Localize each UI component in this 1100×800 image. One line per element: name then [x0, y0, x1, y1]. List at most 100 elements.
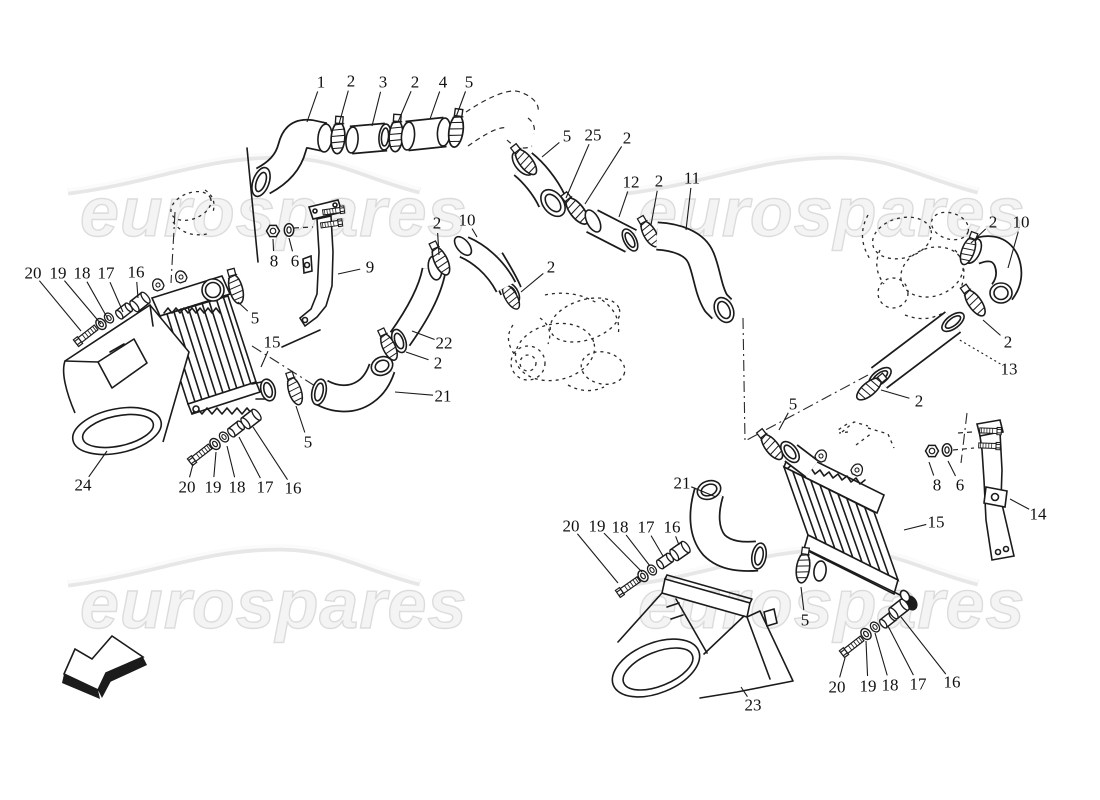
part-callout-5[interactable]: 5: [789, 395, 798, 414]
callout-leader: [437, 232, 440, 256]
part-callout-23[interactable]: 23: [745, 696, 762, 715]
part-callout-25[interactable]: 25: [585, 126, 602, 145]
callout-leader: [226, 445, 236, 478]
hose-1: [251, 118, 333, 198]
part-callout-2[interactable]: 2: [623, 129, 632, 148]
hose-21-right: [689, 479, 768, 572]
part-callout-10[interactable]: 10: [459, 211, 476, 230]
part-callout-5[interactable]: 5: [465, 73, 474, 92]
part-callout-20[interactable]: 20: [25, 264, 42, 283]
part-callout-5[interactable]: 5: [801, 611, 810, 630]
ghost-hose-dashed: [465, 90, 539, 149]
hose-11: [655, 221, 735, 324]
part-callout-19[interactable]: 19: [860, 677, 877, 696]
bracket-ghost-bottom-right: [837, 421, 895, 449]
part-callout-22[interactable]: 22: [436, 334, 453, 353]
part-callout-21[interactable]: 21: [435, 387, 452, 406]
part-callout-10[interactable]: 10: [1013, 213, 1030, 232]
hose-10-left: [453, 235, 517, 293]
part-callout-2[interactable]: 2: [655, 172, 664, 191]
part-callout-20[interactable]: 20: [563, 517, 580, 536]
callout-leader: [874, 632, 888, 676]
bracket-9: [293, 199, 346, 328]
washer-6-left: [283, 222, 295, 238]
part-callout-19[interactable]: 19: [589, 517, 606, 536]
part-callout-16[interactable]: 16: [944, 673, 961, 692]
callout-leader: [38, 280, 82, 332]
pipe-12: [584, 209, 639, 253]
part-callout-1[interactable]: 1: [317, 73, 326, 92]
part-callout-9[interactable]: 9: [366, 258, 375, 277]
part-callout-16[interactable]: 16: [664, 518, 681, 537]
part-callout-15[interactable]: 15: [928, 513, 945, 532]
callout-leader: [618, 191, 629, 218]
part-callout-18[interactable]: 18: [74, 264, 91, 283]
part-callout-2[interactable]: 2: [411, 73, 420, 92]
part-callout-14[interactable]: 14: [1030, 505, 1048, 524]
part-callout-2[interactable]: 2: [433, 214, 442, 233]
part-callout-17[interactable]: 17: [98, 264, 116, 283]
callout-leader: [429, 91, 441, 120]
part-callout-8[interactable]: 8: [270, 252, 279, 271]
callout-leader: [252, 426, 288, 480]
callout-leader: [471, 228, 478, 238]
callout-leader: [337, 268, 361, 275]
callout-leader: [900, 616, 947, 675]
bracket-14: [952, 419, 1015, 561]
part-callout-17[interactable]: 17: [638, 518, 656, 537]
part-callout-16[interactable]: 16: [285, 479, 302, 498]
part-callout-2[interactable]: 2: [915, 392, 924, 411]
callout-leader: [541, 142, 560, 158]
nut-8-left: [265, 224, 281, 238]
callout-leader: [865, 640, 869, 677]
pipe-3: [345, 122, 392, 155]
callout-leader: [213, 451, 217, 478]
part-callout-2[interactable]: 2: [547, 258, 556, 277]
part-callout-4[interactable]: 4: [439, 73, 448, 92]
part-callout-15[interactable]: 15: [264, 333, 281, 352]
callout-leader: [603, 532, 643, 573]
part-callout-5[interactable]: 5: [563, 127, 572, 146]
callout-leader: [685, 187, 692, 231]
part-callout-18[interactable]: 18: [882, 676, 899, 695]
part-callout-12[interactable]: 12: [623, 173, 640, 192]
part-callout-17[interactable]: 17: [257, 478, 275, 497]
part-callout-3[interactable]: 3: [379, 73, 388, 92]
part-callout-13[interactable]: 13: [1001, 360, 1018, 379]
part-callout-20[interactable]: 20: [179, 478, 196, 497]
part-callout-18[interactable]: 18: [229, 478, 246, 497]
engine-ghost-right: [861, 211, 970, 320]
part-callout-19[interactable]: 19: [50, 264, 67, 283]
part-callout-20[interactable]: 20: [829, 678, 846, 697]
part-callout-21[interactable]: 21: [674, 474, 691, 493]
part-callout-16[interactable]: 16: [128, 263, 145, 282]
pipe-13: [868, 311, 965, 389]
callout-leader: [405, 351, 429, 361]
watermark-bottom-left: eurospares: [67, 544, 467, 644]
part-callout-2[interactable]: 2: [347, 72, 356, 91]
callout-leader: [295, 405, 306, 433]
callout-leader: [86, 281, 109, 320]
part-callout-18[interactable]: 18: [612, 518, 629, 537]
part-callout-8[interactable]: 8: [933, 476, 942, 495]
part-callout-5[interactable]: 5: [251, 309, 260, 328]
hose-4: [400, 116, 452, 152]
part-callout-2[interactable]: 2: [434, 354, 443, 373]
callout-leader: [455, 91, 467, 118]
part-callout-5[interactable]: 5: [304, 433, 313, 452]
part-callout-11[interactable]: 11: [684, 169, 700, 188]
part-callout-2[interactable]: 2: [989, 213, 998, 232]
part-callout-19[interactable]: 19: [205, 478, 222, 497]
callout-leader: [188, 463, 194, 478]
callout-leader: [288, 237, 294, 252]
part-callout-24[interactable]: 24: [75, 476, 93, 495]
nut-8-right: [924, 444, 940, 458]
callout-leader: [272, 238, 275, 252]
part-callout-6[interactable]: 6: [291, 252, 300, 271]
part-callout-6[interactable]: 6: [956, 476, 965, 495]
callout-leader: [338, 90, 349, 125]
part-callout-17[interactable]: 17: [910, 675, 928, 694]
part-callout-2[interactable]: 2: [1004, 333, 1013, 352]
